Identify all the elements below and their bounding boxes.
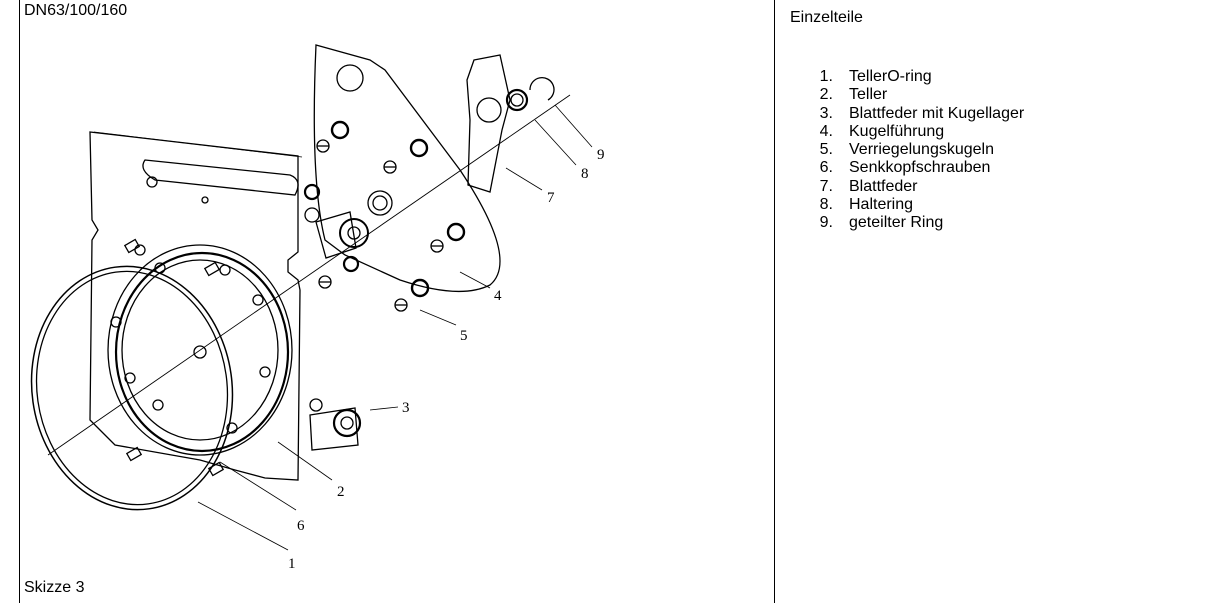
item-number: 1. [819, 68, 833, 85]
item-number: 4. [819, 122, 833, 140]
sketch-caption: Skizze 3 [24, 579, 85, 596]
item-number: 7. [819, 177, 833, 195]
callout-7: 7 [547, 190, 555, 206]
callout-2: 2 [337, 484, 345, 500]
item-number: 3. [819, 104, 833, 122]
drawing-title: DN63/100/160 [24, 2, 128, 19]
item-name: Senkkopfschrauben [849, 159, 991, 177]
item-number: 5. [819, 141, 833, 159]
item-number: 2. [819, 86, 833, 104]
item-number: 8. [819, 196, 833, 214]
item-name: Blattfeder [849, 177, 918, 195]
item-name: geteilter Ring [849, 214, 944, 232]
item-name: Teller [849, 86, 888, 104]
parts-list-title: Einzelteile [790, 9, 863, 26]
item-name: Kugelführung [849, 122, 945, 140]
item-number: 6. [819, 159, 833, 177]
item-name: Haltering [849, 196, 914, 214]
callout-5: 5 [460, 328, 468, 344]
item-name: Verriegelungskugeln [849, 141, 994, 159]
callout-4: 4 [494, 288, 502, 304]
callout-9: 9 [597, 147, 605, 163]
item-number: 9. [819, 214, 833, 232]
item-name: TellerO-ring [849, 68, 932, 85]
column-divider [774, 0, 775, 603]
parts-table: DN63/100/160 [19, 0, 1210, 603]
callout-6: 6 [297, 518, 305, 534]
item-name: Blattfeder mit Kugellager [849, 104, 1025, 122]
callout-1: 1 [288, 556, 296, 572]
exploded-view-drawing: 1 2 3 4 5 6 7 8 9 [30, 44, 605, 572]
callout-8: 8 [581, 166, 589, 182]
parts-list-cell: Einzelteile 1. TellerO-ring 2. Teller 3. Bl… [775, 0, 1210, 603]
drawing-cell: DN63/100/160 [20, 0, 774, 603]
callout-3: 3 [402, 400, 410, 416]
